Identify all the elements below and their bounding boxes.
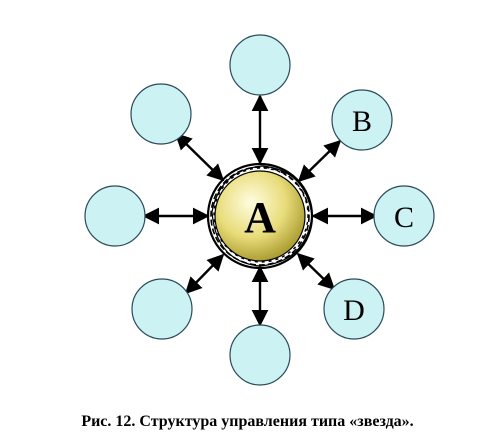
arrow-bottom-left <box>184 253 225 295</box>
arrow-top-right <box>297 139 342 183</box>
node-top-left <box>130 83 192 145</box>
arrow-bottom-right <box>296 252 336 291</box>
center-label: A <box>244 193 276 242</box>
node-top <box>229 34 291 96</box>
outer-nodes: B C D <box>84 34 435 386</box>
node-bottom-right: D <box>323 278 385 340</box>
node-top-right: B <box>331 89 393 151</box>
node-bottom-left <box>131 278 193 340</box>
center-node: A <box>206 162 314 270</box>
arrow-top-left <box>174 132 225 182</box>
node-label-bottom-right: D <box>343 294 365 327</box>
node-left <box>84 185 146 247</box>
node-right: C <box>373 185 435 247</box>
connections <box>142 94 378 327</box>
node-bottom <box>229 324 291 386</box>
node-label-right: C <box>394 201 414 234</box>
figure-caption: Рис. 12. Структура управления типа «звез… <box>81 413 414 430</box>
node-label-top-right: B <box>352 105 372 138</box>
